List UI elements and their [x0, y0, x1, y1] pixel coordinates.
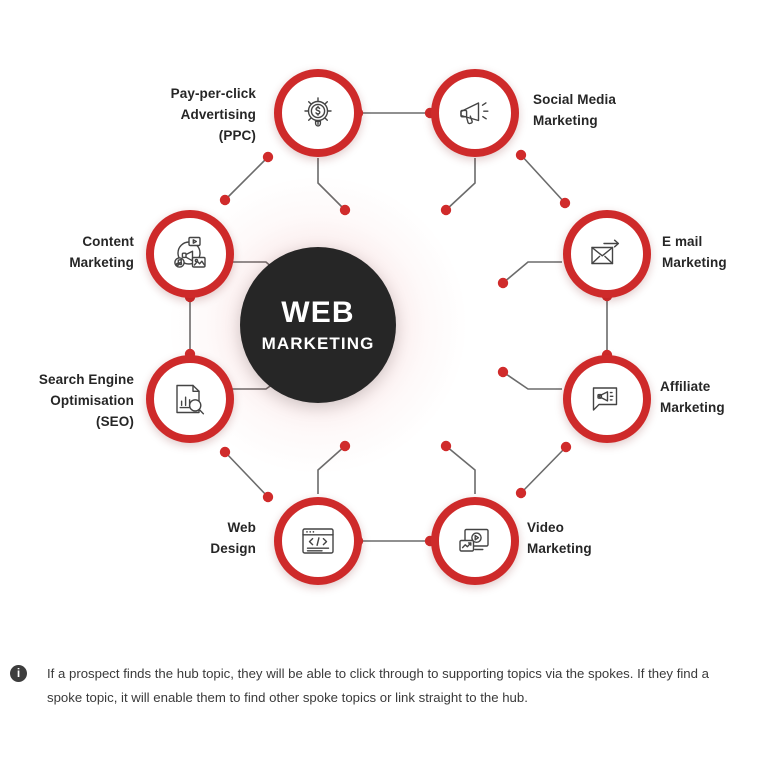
video-play-screen-icon	[453, 519, 497, 563]
spoke-webdesign-hub	[317, 445, 346, 494]
spoke-affiliate-hub	[502, 371, 562, 390]
caption: i If a prospect finds the hub topic, the…	[0, 662, 768, 711]
node-label-seo: Search Engine Optimisation (SEO)	[38, 372, 134, 429]
caption-text: If a prospect finds the hub topic, they …	[47, 666, 709, 706]
node-label-affiliate: Affiliate Marketing	[660, 379, 725, 415]
node-label-video: Video Marketing	[527, 520, 592, 556]
node-seo[interactable]	[146, 355, 234, 443]
hub-node[interactable]: WEB MARKETING	[240, 247, 396, 403]
connector-social-email	[520, 154, 566, 204]
node-video[interactable]	[431, 497, 519, 585]
spoke-social-hub	[445, 158, 476, 211]
node-web-design[interactable]	[274, 497, 362, 585]
connector-content-ppc	[224, 156, 269, 201]
spoke-email-hub	[502, 261, 562, 284]
speech-bubble-megaphone-icon	[585, 377, 629, 421]
node-social-media[interactable]	[431, 69, 519, 157]
node-label-email: E mail Marketing	[662, 234, 727, 270]
dot-affiliate-lower	[560, 441, 572, 453]
node-label-ppc: Pay-per-click Advertising (PPC)	[170, 86, 256, 143]
spoke-ppc-hub	[317, 158, 346, 211]
connector-webdesign-seo	[224, 451, 269, 498]
node-label-social-media: Social Media Marketing	[533, 92, 616, 128]
dot-webdesign-upper	[262, 491, 274, 503]
dot-spoke-video-inner	[440, 440, 452, 452]
node-label-web-design: Web Design	[210, 520, 256, 556]
dot-ppc-lower	[262, 151, 274, 163]
dollar-lightbulb-icon	[296, 91, 340, 135]
dot-video-upper	[515, 487, 527, 499]
content-media-megaphone-icon	[168, 232, 212, 276]
document-chart-magnifier-icon	[168, 377, 212, 421]
dot-spoke-ppc-inner	[339, 204, 351, 216]
hub-title: WEB	[281, 296, 355, 329]
connector-affiliate-video	[520, 446, 567, 494]
envelope-arrow-icon	[585, 232, 629, 276]
dot-email-upper	[559, 197, 571, 209]
browser-code-icon	[296, 519, 340, 563]
info-icon: i	[10, 665, 27, 682]
dot-spoke-webdesign-inner	[339, 440, 351, 452]
dot-spoke-email-inner	[497, 277, 509, 289]
node-affiliate[interactable]	[563, 355, 651, 443]
node-label-content: Content Marketing	[69, 234, 134, 270]
node-ppc[interactable]	[274, 69, 362, 157]
dot-social-lower	[515, 149, 527, 161]
spoke-video-hub	[445, 445, 476, 494]
dot-spoke-affiliate-inner	[497, 366, 509, 378]
dot-seo-lower	[219, 446, 231, 458]
node-email[interactable]	[563, 210, 651, 298]
dot-spoke-social-inner	[440, 204, 452, 216]
dot-content-upper	[219, 194, 231, 206]
megaphone-icon	[453, 91, 497, 135]
hub-subtitle: MARKETING	[261, 334, 375, 353]
node-content[interactable]	[146, 210, 234, 298]
hub-and-spoke-diagram: WEB MARKETING Pay-per-click Advertising …	[38, 69, 727, 585]
